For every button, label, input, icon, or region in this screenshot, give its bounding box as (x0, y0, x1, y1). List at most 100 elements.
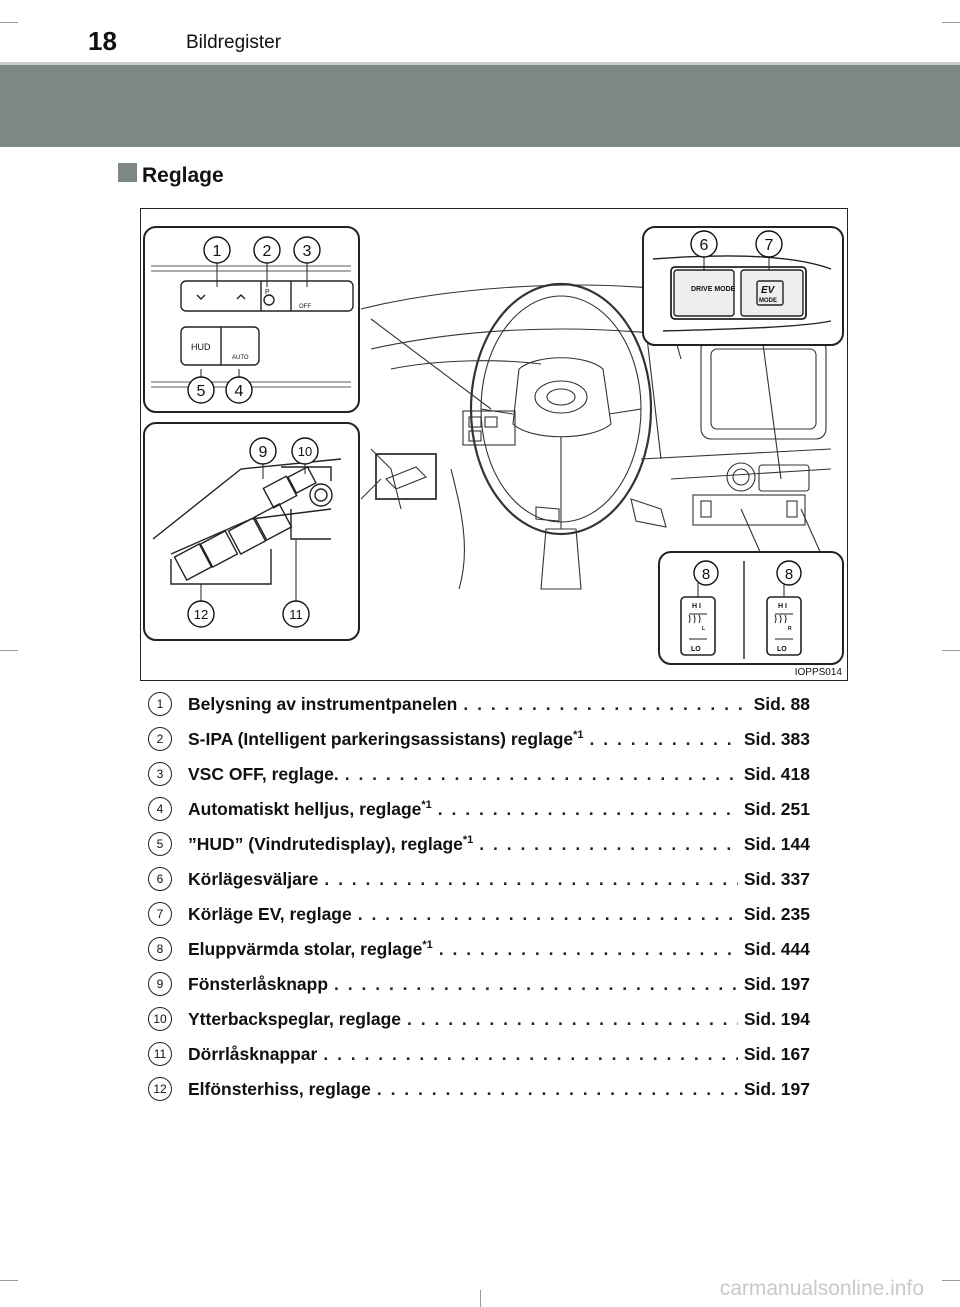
legend-number: 7 (148, 902, 172, 926)
leader-dots: . . . . . . . . . . . . . . . . . . . . … (357, 903, 738, 924)
seat-right-mark: R (788, 626, 792, 632)
svg-text:4: 4 (235, 383, 244, 400)
crop-mark (942, 22, 960, 23)
crop-mark (0, 1280, 18, 1281)
leader-dots: . . . . . . . . . . . . . . . . . . . . … (344, 763, 738, 784)
page-reference: Sid. 197 (743, 1078, 810, 1099)
page-reference: Sid. 197 (743, 973, 810, 994)
drive-mode-label: DRIVE MODE (691, 286, 736, 293)
seat-left-mark: L (702, 626, 705, 632)
legend-number: 11 (148, 1042, 172, 1066)
legend-item-1: 1 Belysning av instrumentpanelen . . . .… (148, 688, 810, 720)
legend-number: 3 (148, 762, 172, 786)
legend-label: Fönsterlåsknapp (188, 973, 329, 994)
legend-item-10: 10 Ytterbackspeglar, reglage . . . . . .… (148, 1003, 810, 1035)
legend-label: S-IPA (Intelligent parkeringsassistans) … (188, 728, 584, 749)
leader-dots: . . . . . . . . . . . . . . . . . . . . … (589, 728, 738, 749)
crop-mark (942, 650, 960, 651)
page-number: 18 (88, 26, 117, 56)
legend-item-12: 12 Elfönsterhiss, reglage . . . . . . . … (148, 1073, 810, 1105)
inset-window-door-panel (143, 422, 360, 641)
page-reference: Sid. 418 (743, 763, 810, 784)
inset-lighting-hud-panel: HUD AUTO P OFF (143, 226, 360, 413)
seat-lo-label-right: LO (777, 646, 787, 653)
legend-item-7: 7 Körläge EV, reglage . . . . . . . . . … (148, 898, 810, 930)
vsc-off-label: OFF (299, 304, 311, 310)
parking-button-label: P (265, 289, 270, 296)
legend-number: 8 (148, 937, 172, 961)
callout-2: 2 (253, 236, 281, 264)
crop-mark (0, 650, 18, 651)
callout-9: 9 (249, 437, 277, 465)
seat-hi-label-left: H I (692, 603, 701, 610)
page-reference: Sid. 337 (743, 868, 810, 889)
legend-number: 4 (148, 797, 172, 821)
crop-mark (480, 1290, 481, 1307)
legend-number: 12 (148, 1077, 172, 1101)
footnote-marker: *1 (573, 728, 584, 741)
page-reference: Sid. 235 (743, 903, 810, 924)
legend-number: 9 (148, 972, 172, 996)
callout-5: 5 (187, 376, 215, 404)
leader-dots: . . . . . . . . . . . . . . . . . . . . … (334, 973, 738, 994)
legend-label: Körläge EV, reglage (188, 903, 352, 924)
legend-item-5: 5 ”HUD” (Vindrutedisplay), reglage*1 . .… (148, 828, 810, 860)
legend-number: 5 (148, 832, 172, 856)
callout-7: 7 (755, 230, 783, 258)
svg-text:3: 3 (303, 243, 312, 260)
seat-hi-label-right: H I (778, 603, 787, 610)
callout-3: 3 (293, 236, 321, 264)
leader-dots: . . . . . . . . . . . . . . . . . . . . … (376, 1078, 738, 1099)
page-reference: Sid. 251 (743, 798, 810, 819)
dashboard-drawing: HUD AUTO P OFF (143, 226, 844, 665)
svg-text:2: 2 (263, 243, 272, 260)
svg-text:10: 10 (298, 444, 312, 459)
hud-button-label: HUD (191, 342, 211, 352)
crop-mark (0, 22, 18, 23)
callout-8-left: 8 (693, 560, 719, 586)
svg-text:7: 7 (765, 237, 774, 254)
page-reference: Sid. 167 (743, 1043, 810, 1064)
legend-label: Belysning av instrumentpanelen (188, 693, 458, 714)
svg-text:12: 12 (194, 607, 208, 622)
page-reference: Sid. 144 (743, 833, 810, 854)
section-marker-square (118, 163, 137, 182)
ev-mode-label: MODE (759, 298, 777, 304)
svg-text:1: 1 (213, 243, 222, 260)
watermark: carmanualsonline.info (719, 1277, 924, 1300)
running-title: Bildregister (186, 32, 282, 53)
legend-item-3: 3 VSC OFF, reglage. . . . . . . . . . . … (148, 758, 810, 790)
callout-1: 1 (203, 236, 231, 264)
legend-item-6: 6 Körlägesväljare . . . . . . . . . . . … (148, 863, 810, 895)
legend-label: ”HUD” (Vindrutedisplay), reglage*1 (188, 833, 474, 854)
callout-12: 12 (187, 600, 215, 628)
inset-seat-heater-panel: H I H I LO LO L R (658, 551, 844, 665)
legend-number: 1 (148, 692, 172, 716)
legend-number: 6 (148, 867, 172, 891)
ev-label: EV (761, 285, 776, 296)
legend-label: Eluppvärmda stolar, reglage*1 (188, 938, 433, 959)
header-rule (0, 62, 960, 65)
crop-mark (942, 1280, 960, 1281)
footnote-marker: *1 (421, 798, 432, 811)
legend-label: Automatiskt helljus, reglage*1 (188, 798, 432, 819)
page-reference: Sid. 194 (743, 1008, 810, 1029)
callout-4: 4 (225, 376, 253, 404)
legend-label: Körlägesväljare (188, 868, 319, 889)
legend-item-4: 4 Automatiskt helljus, reglage*1 . . . .… (148, 793, 810, 825)
legend-item-8: 8 Eluppvärmda stolar, reglage*1 . . . . … (148, 933, 810, 965)
legend-item-2: 2 S-IPA (Intelligent parkeringsassistans… (148, 723, 810, 755)
svg-text:8: 8 (785, 566, 793, 583)
callout-11: 11 (282, 600, 310, 628)
page-reference: Sid. 444 (743, 938, 810, 959)
svg-text:8: 8 (702, 566, 710, 583)
leader-dots: . . . . . . . . . . . . . . . . . . . . … (407, 1008, 738, 1029)
page-reference: Sid. 383 (743, 728, 810, 749)
figure-code: IOPPS014 (794, 667, 842, 678)
leader-dots: . . . . . . . . . . . . . . . . . . . . … (438, 938, 738, 959)
legend-item-11: 11 Dörrlåsknappar . . . . . . . . . . . … (148, 1038, 810, 1070)
leader-dots: . . . . . . . . . . . . . . . . . . . . … (479, 833, 738, 854)
legend-number: 2 (148, 727, 172, 751)
auto-button-label: AUTO (232, 355, 249, 361)
inset-drive-mode-panel: DRIVE MODE EV MODE (642, 226, 844, 346)
